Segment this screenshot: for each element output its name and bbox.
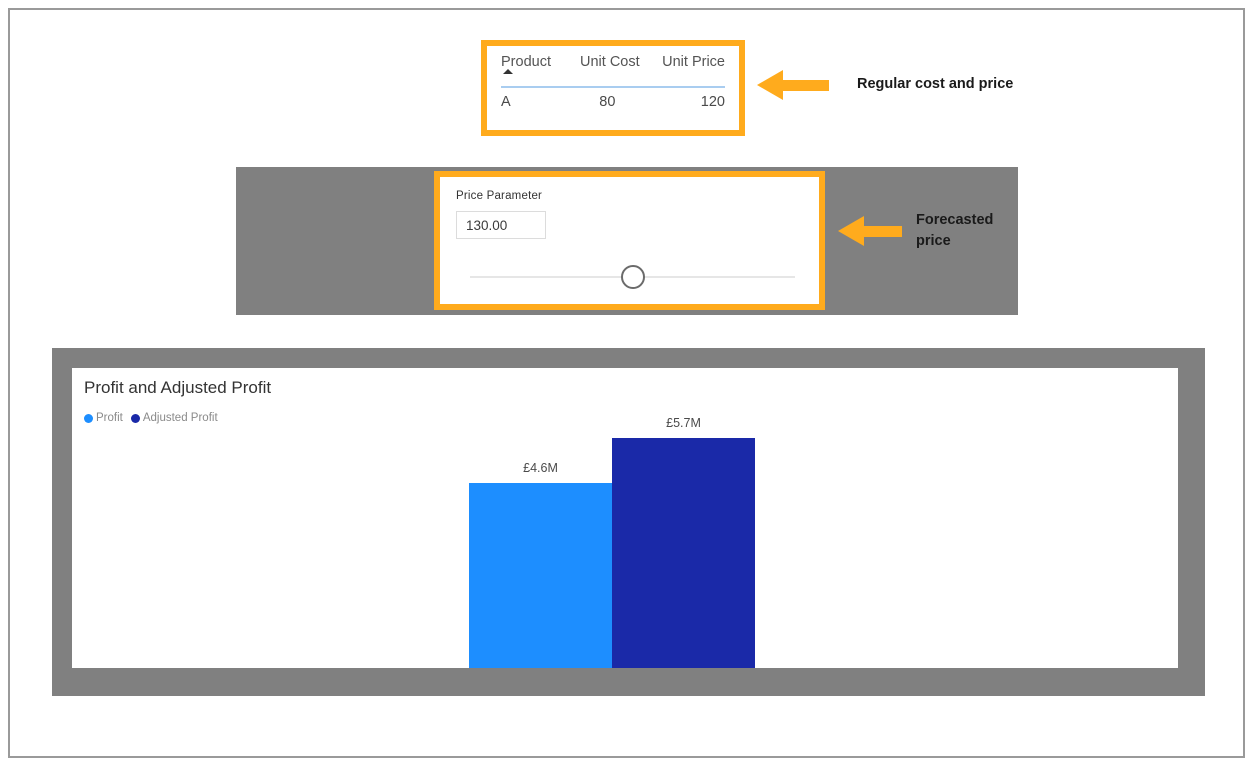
legend-label-adjusted-profit: Adjusted Profit bbox=[142, 412, 218, 424]
slider-handle[interactable] bbox=[620, 265, 645, 289]
sort-indicator-cell bbox=[501, 69, 558, 86]
sort-ascending-caret-icon bbox=[503, 69, 513, 74]
bar-value-label-profit: £4.6M bbox=[523, 461, 558, 475]
legend-item-profit[interactable]: Profit bbox=[84, 412, 123, 424]
cell-unit-price: 120 bbox=[700, 93, 725, 110]
slider-annotation: Forecasted price bbox=[838, 210, 1018, 252]
product-cost-table[interactable]: Product Unit Cost Unit Price bbox=[501, 52, 725, 86]
legend-dot-icon bbox=[130, 413, 140, 423]
price-parameter-slider[interactable] bbox=[470, 262, 795, 292]
sort-spacer-cost bbox=[558, 70, 640, 86]
bar-value-label-adjusted-profit: £5.7M bbox=[666, 416, 701, 430]
table-sort-indicator-row bbox=[501, 69, 725, 86]
left-arrow-icon bbox=[838, 216, 902, 247]
price-parameter-label: Price Parameter bbox=[456, 190, 543, 202]
table-row[interactable]: A 80 120 bbox=[501, 88, 725, 110]
price-parameter-value[interactable]: 130.00 bbox=[456, 211, 546, 239]
arrow-shaft bbox=[854, 226, 902, 238]
legend-item-adjusted-profit[interactable]: Adjusted Profit bbox=[130, 412, 218, 424]
chart-plot-area: £4.6M £5.7M bbox=[72, 368, 1178, 668]
arrow-shaft bbox=[781, 80, 829, 91]
column-header-unit-cost[interactable]: Unit Cost bbox=[580, 54, 640, 70]
left-arrow-icon bbox=[757, 70, 829, 100]
product-cost-table-body[interactable]: A 80 120 bbox=[501, 88, 725, 110]
table-header: Product Unit Cost Unit Price bbox=[501, 52, 725, 86]
product-cost-table-inner: Product Unit Cost Unit Price bbox=[487, 46, 739, 130]
arrow-head bbox=[838, 216, 864, 247]
legend-dot-icon bbox=[84, 413, 93, 423]
table-annotation: Regular cost and price bbox=[757, 70, 1013, 100]
chart-title: Profit and Adjusted Profit bbox=[84, 378, 272, 397]
column-header-product[interactable]: Product bbox=[501, 54, 551, 70]
price-parameter-panel[interactable]: Price Parameter 130.00 bbox=[434, 171, 825, 310]
chart-legend: Profit Adjusted Profit bbox=[84, 412, 218, 424]
cell-unit-cost: 80 bbox=[599, 93, 616, 110]
arrow-head bbox=[757, 70, 783, 100]
profit-chart-visual[interactable]: Profit and Adjusted Profit Profit Adjust… bbox=[72, 368, 1178, 668]
sort-spacer-price bbox=[640, 70, 725, 86]
slider-annotation-text: Forecasted price bbox=[916, 212, 994, 250]
legend-label-profit: Profit bbox=[96, 412, 123, 424]
cell-product: A bbox=[501, 93, 511, 110]
product-cost-table-panel[interactable]: Product Unit Cost Unit Price bbox=[481, 40, 745, 136]
bar-adjusted-profit[interactable] bbox=[612, 438, 755, 668]
bar-profit[interactable] bbox=[469, 483, 612, 668]
table-header-row: Product Unit Cost Unit Price bbox=[501, 52, 725, 70]
table-header-underline bbox=[501, 86, 725, 88]
table-annotation-text: Regular cost and price bbox=[857, 76, 1014, 93]
column-header-unit-price[interactable]: Unit Price bbox=[662, 54, 725, 70]
